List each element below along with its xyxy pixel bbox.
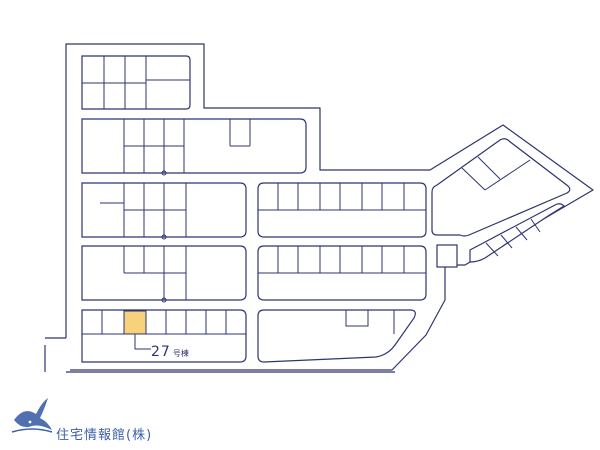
block-f [257, 182, 427, 238]
lot-number: 27 [151, 344, 171, 360]
block-j [469, 203, 565, 263]
block-b [81, 118, 307, 176]
bird-logo-icon [11, 398, 53, 433]
block-d [81, 245, 247, 303]
road-outline [65, 43, 594, 371]
block-h [257, 309, 416, 363]
callout-leader-line [134, 334, 151, 350]
lot-suffix: 号棟 [172, 349, 189, 358]
brand-name: 住宅情報館(株) [56, 428, 153, 443]
block-g [257, 245, 427, 301]
highlighted-lot-27[interactable] [123, 310, 147, 335]
block-c [81, 182, 247, 240]
block-k [436, 244, 458, 268]
block-a [81, 55, 191, 110]
block-i [431, 138, 571, 237]
block-e [81, 309, 247, 363]
